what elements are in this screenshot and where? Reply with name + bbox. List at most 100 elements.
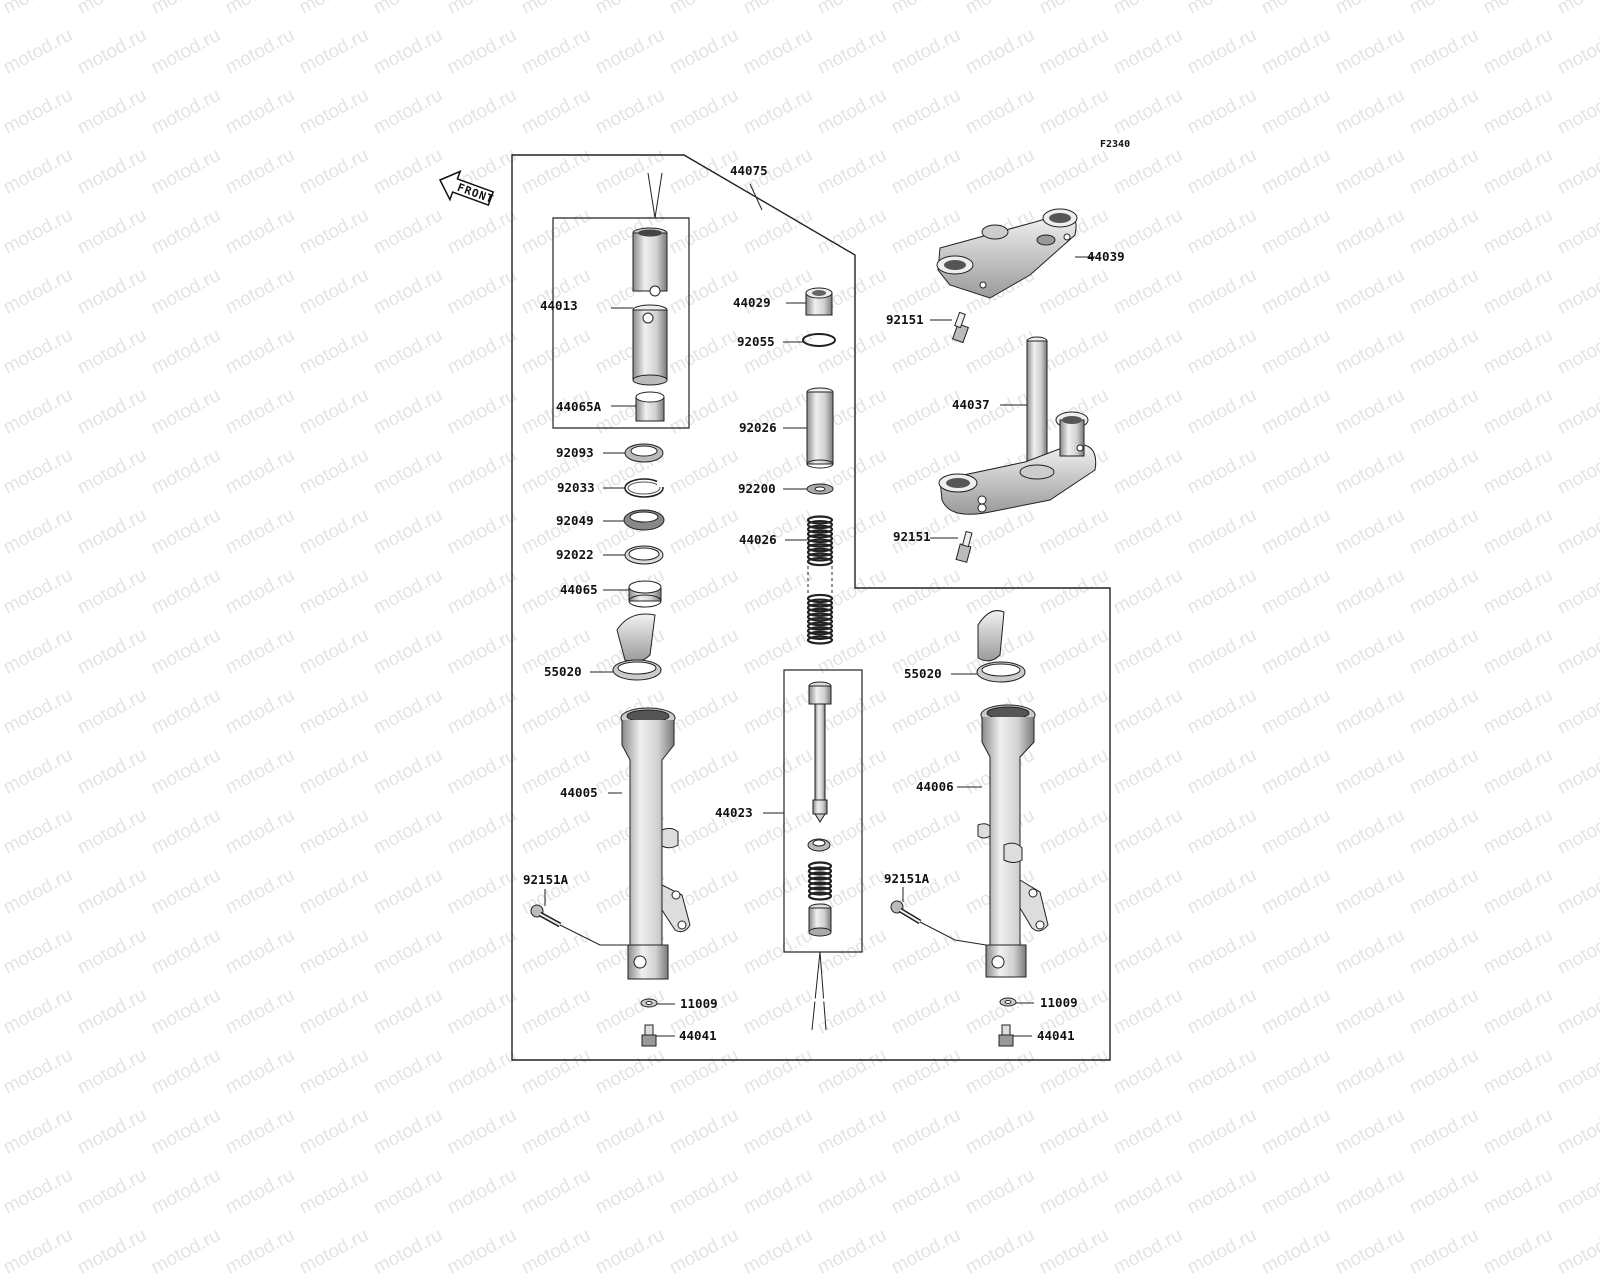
watermark-text: motod.ru (0, 1224, 3, 1279)
watermark-text: motod.ru (1554, 1224, 1600, 1279)
spring-coil (806, 598, 834, 608)
assembly-outline (511, 154, 1111, 1061)
part-label-92200[interactable]: 92200 (738, 481, 776, 496)
damper-rod-44023 (808, 681, 832, 823)
spring-coil (806, 529, 834, 539)
part-label-44041-left[interactable]: 44041 (679, 1028, 717, 1043)
part-label-44006[interactable]: 44006 (916, 779, 954, 794)
part-label-55020-right[interactable]: 55020 (904, 666, 942, 681)
washer-11009-left (640, 998, 658, 1008)
watermark-text: motod.ru (444, 1224, 521, 1279)
watermark-text: motod.ru (1036, 1224, 1113, 1279)
watermark-text: motod.ru (1110, 1224, 1187, 1279)
bolt-44041-right (998, 1024, 1014, 1047)
spring-coil (806, 552, 834, 562)
watermark-text: motod.ru (814, 1224, 891, 1279)
spring-coil (806, 543, 834, 553)
part-label-44037[interactable]: 44037 (952, 397, 990, 412)
oil-lock-piece (808, 903, 832, 937)
bolt-92151-mid (955, 530, 973, 563)
watermark-text: motod.ru (592, 1224, 669, 1279)
piston-ring (807, 838, 831, 852)
circlip-92033 (624, 478, 664, 498)
spring-coil (807, 876, 833, 886)
spring-coil (806, 626, 834, 636)
part-label-55020-left[interactable]: 55020 (544, 664, 582, 679)
part-label-92022[interactable]: 92022 (556, 547, 594, 562)
spring-coil (806, 515, 834, 525)
washer-92200 (806, 483, 834, 495)
spacer-92026 (806, 387, 834, 469)
spring-coil (806, 612, 834, 622)
part-label-44005[interactable]: 44005 (560, 785, 598, 800)
spring-coil (807, 866, 833, 876)
part-label-44041-right[interactable]: 44041 (1037, 1028, 1075, 1043)
steering-stem-44037 (938, 336, 1097, 515)
spring-coil (806, 607, 834, 617)
bolt-92151A-left (530, 904, 628, 946)
spring-coil (806, 520, 834, 530)
bolt-92151A-right (890, 900, 987, 946)
part-label-92151A-right[interactable]: 92151A (884, 871, 930, 886)
outer-tube-44006 (977, 704, 1049, 978)
part-label-44065A[interactable]: 44065A (556, 399, 602, 414)
watermark-text: motod.ru (296, 1224, 373, 1279)
spring-coil (806, 538, 834, 548)
watermark-text: motod.ru (1406, 1224, 1483, 1279)
watermark-text: motod.ru (370, 1224, 447, 1279)
oil-seal-92049 (623, 509, 665, 531)
watermark-text: motod.ru (222, 1224, 299, 1279)
spring-coil (806, 593, 834, 604)
watermark-text: motod.ru (962, 1224, 1039, 1279)
bolt-44041-left (641, 1024, 657, 1047)
washer-92022 (624, 545, 664, 565)
part-label-92033[interactable]: 92033 (557, 480, 595, 495)
part-label-92049[interactable]: 92049 (556, 513, 594, 528)
part-label-11009-left[interactable]: 11009 (680, 996, 718, 1011)
part-label-11009-right[interactable]: 11009 (1040, 995, 1078, 1010)
part-label-44026[interactable]: 44026 (739, 532, 777, 547)
spring-coil (806, 616, 834, 627)
part-label-92093[interactable]: 92093 (556, 445, 594, 460)
bushing-44065 (628, 580, 662, 608)
fork-tube-44013 (632, 227, 668, 386)
spring-coil (807, 861, 833, 871)
seal-92093 (624, 443, 664, 463)
part-label-92055[interactable]: 92055 (737, 334, 775, 349)
box-44023 (783, 669, 863, 953)
fork-cover-55020-right (976, 610, 1026, 683)
cap-bolt-44029 (805, 287, 833, 316)
diagram-drawing: FRONT (438, 154, 1111, 1061)
spring-coil (806, 635, 834, 645)
spring-coil (806, 533, 834, 544)
spring-coil (806, 621, 834, 631)
spring-coil (807, 891, 833, 901)
part-label-44039[interactable]: 44039 (1087, 249, 1125, 264)
washer-11009-right (999, 997, 1017, 1007)
part-label-92151-mid[interactable]: 92151 (893, 529, 931, 544)
spring-coil (807, 886, 833, 896)
spring-coil (806, 547, 834, 557)
o-ring-92055 (802, 333, 836, 347)
leader-lines (544, 183, 1095, 1037)
watermark-text: motod.ru (1480, 1224, 1557, 1279)
part-label-44029[interactable]: 44029 (733, 295, 771, 310)
part-label-44023[interactable]: 44023 (715, 805, 753, 820)
bushing-44065A (635, 391, 665, 422)
part-label-44065[interactable]: 44065 (560, 582, 598, 597)
part-label-44075[interactable]: 44075 (730, 163, 768, 178)
upper-bracket-44039 (936, 208, 1078, 299)
fork-spring-44026 (806, 515, 834, 645)
watermark-text: motod.ru (1184, 1224, 1261, 1279)
part-label-44013[interactable]: 44013 (540, 298, 578, 313)
watermark-text: motod.ru (888, 1224, 965, 1279)
watermark-text: motod.ru (0, 1224, 77, 1279)
outer-tube-44005 (620, 707, 691, 980)
watermark-text: motod.ru (1332, 1224, 1409, 1279)
fork-cover-55020-left (612, 613, 662, 681)
part-label-92151-top[interactable]: 92151 (886, 312, 924, 327)
part-label-92151A-left[interactable]: 92151A (523, 872, 569, 887)
spring-coil (807, 881, 833, 891)
spring-coil (806, 603, 834, 613)
part-label-92026[interactable]: 92026 (739, 420, 777, 435)
